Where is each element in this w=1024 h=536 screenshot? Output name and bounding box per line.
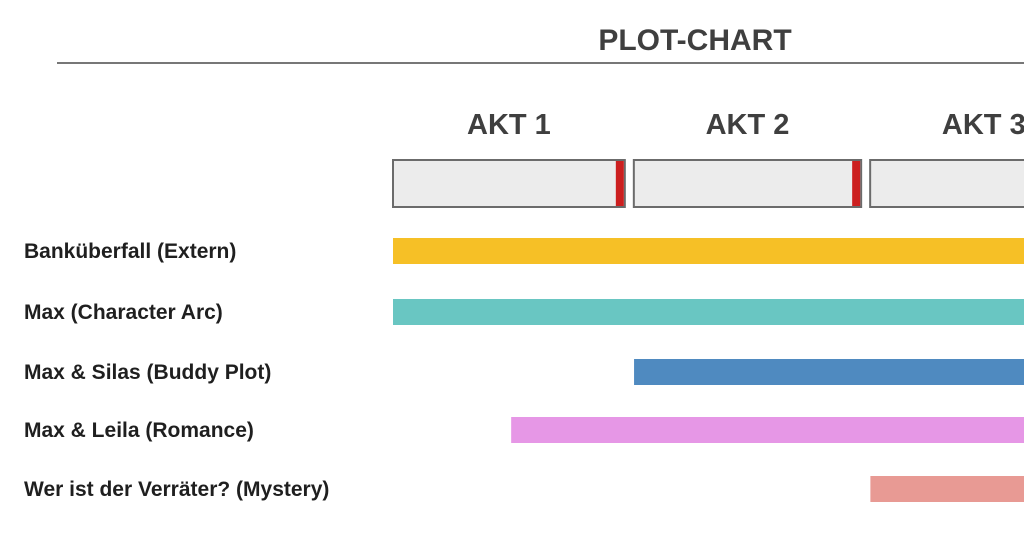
row-label: Max & Leila (Romance) (24, 419, 254, 442)
acts-layer: AKT 1 AKT 2 AKT 3 (392, 109, 1024, 208)
act-label: AKT 1 (467, 109, 551, 141)
chart-title: PLOT-CHART (598, 24, 791, 57)
act-box (392, 159, 626, 208)
plot-bar (393, 238, 1024, 264)
row-label: Max (Character Arc) (24, 301, 223, 324)
plot-bar (393, 299, 1024, 325)
row-label: Max & Silas (Buddy Plot) (24, 361, 271, 384)
plot-bar (634, 359, 1024, 385)
act-box (869, 159, 1024, 208)
act-label: AKT 3 (942, 109, 1024, 141)
plot-bar (511, 417, 1024, 443)
row-label: Wer ist der Verräter? (Mystery) (24, 478, 329, 501)
rows-layer: Banküberfall (Extern) Max (Character Arc)… (24, 238, 1024, 502)
act-box (632, 159, 863, 208)
act-label: AKT 2 (706, 109, 790, 141)
plot-bar (870, 476, 1024, 502)
act-end-marker (615, 161, 624, 206)
row-label: Banküberfall (Extern) (24, 240, 236, 263)
act-end-marker (852, 161, 861, 206)
